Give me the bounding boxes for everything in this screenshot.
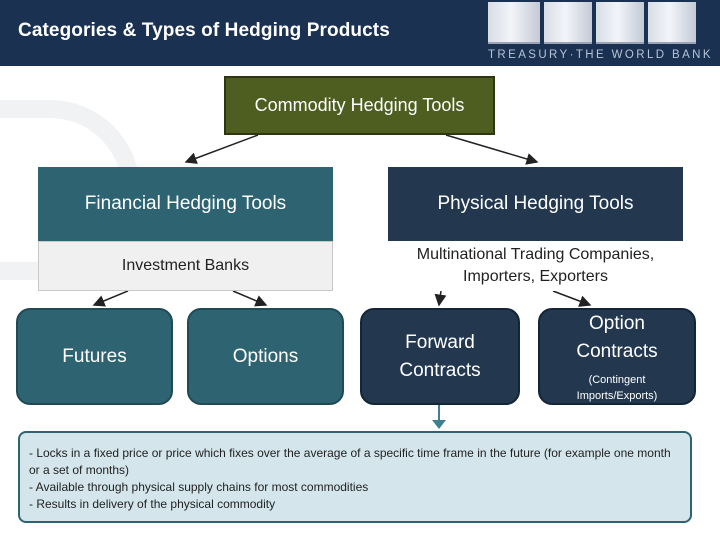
arrow-root-physical <box>445 134 539 165</box>
investment-banks-box: Investment Banks <box>38 241 333 291</box>
pillar-graphic <box>596 2 644 44</box>
pillar-graphic <box>544 2 592 44</box>
futures-label: Futures <box>62 345 127 367</box>
arrow-to-futures <box>92 290 129 307</box>
physical-label: Physical Hedging Tools <box>437 193 634 214</box>
futures-box: Futures <box>16 308 173 405</box>
world-bank-logo <box>484 0 720 66</box>
pillar-graphic <box>488 2 540 44</box>
arrow-head-note <box>432 420 446 429</box>
pillar-graphic <box>648 2 696 44</box>
multinational-traders-box: Multinational Trading Companies, Importe… <box>388 241 683 291</box>
forward-contracts-box: Forward Contracts <box>360 308 520 405</box>
financial-label: Financial Hedging Tools <box>84 193 287 214</box>
note-bullet: - Available through physical supply chai… <box>29 480 369 494</box>
arrow-to-forward <box>434 290 447 307</box>
option-contracts-line: Contracts <box>576 340 658 362</box>
logo-text: TREASURY·THE WORLD BANK <box>488 49 713 61</box>
arrow-root-financial <box>184 134 259 164</box>
investment-banks-label: Investment Banks <box>121 257 250 274</box>
note-bullet: - Locks in a fixed price or price which … <box>29 446 671 477</box>
commodity-label: Commodity Hedging Tools <box>254 95 465 115</box>
forward-line: Forward <box>405 331 475 353</box>
option-contracts-line: Option <box>589 312 645 334</box>
financial-hedging-tools-box: Financial Hedging Tools <box>38 167 333 241</box>
options-box: Options <box>187 308 344 405</box>
multinational-line: Importers, Exporters <box>463 268 608 285</box>
physical-hedging-tools-box: Physical Hedging Tools <box>388 167 683 241</box>
note-bullet: - Results in delivery of the physical co… <box>29 497 276 511</box>
option-contracts-subnote: (Contingent <box>588 373 646 386</box>
forward-line: Contracts <box>399 359 481 381</box>
arrow-to-options <box>232 290 268 307</box>
arrow-to-option-contracts <box>552 290 592 307</box>
option-contracts-subnote: Imports/Exports) <box>576 389 658 402</box>
options-label: Options <box>232 345 299 367</box>
commodity-hedging-tools-box: Commodity Hedging Tools <box>224 76 495 135</box>
multinational-line: Multinational Trading Companies, <box>416 246 655 263</box>
forward-contracts-notes: - Locks in a fixed price or price which … <box>18 431 692 523</box>
option-contracts-box: Option Contracts (Contingent Imports/Exp… <box>538 308 696 405</box>
slide-title: Categories & Types of Hedging Products <box>18 20 390 41</box>
